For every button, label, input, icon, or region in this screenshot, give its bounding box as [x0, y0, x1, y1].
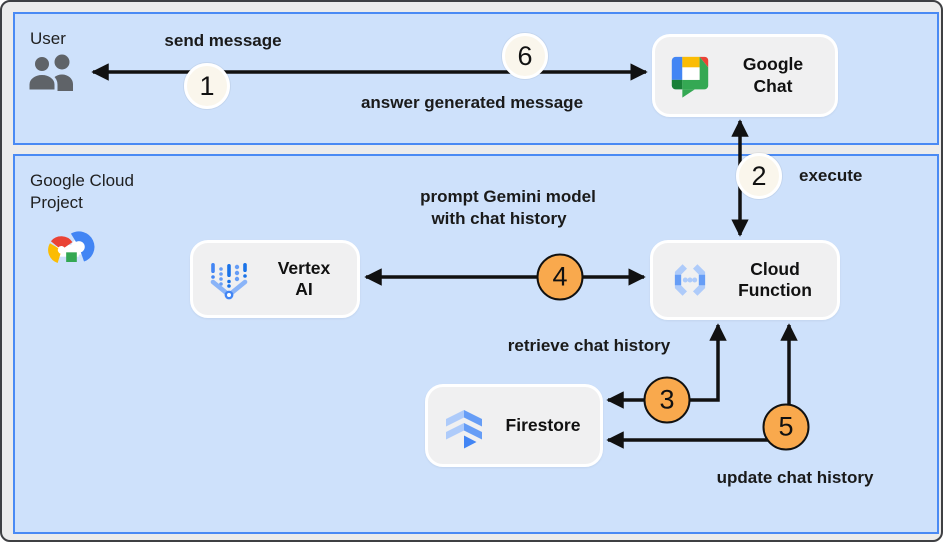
- step-circle-6: 6: [502, 33, 548, 79]
- gcp-panel-label: Google Cloud Project: [30, 171, 134, 213]
- user-panel-label: User: [30, 29, 66, 48]
- label-update: update chat history: [716, 468, 874, 487]
- node-vertex-ai: Vertex AI: [190, 240, 360, 318]
- node-google-chat: Google Chat: [652, 34, 838, 117]
- vertex-ai-icon: [210, 263, 248, 300]
- step-circle-4: 4: [536, 253, 584, 301]
- google-cloud-icon: [48, 231, 95, 263]
- label-execute: execute: [799, 166, 863, 185]
- cloud-function-icon: [674, 264, 706, 296]
- user-icon: [26, 54, 73, 92]
- label-retrieve: retrieve chat history: [507, 336, 671, 355]
- label-prompt-line1: prompt Gemini model: [420, 187, 596, 206]
- step-circle-1: 1: [184, 63, 230, 109]
- node-cloud-function: Cloud Function: [650, 240, 840, 320]
- node-google-chat-label: Google Chat: [742, 54, 804, 96]
- label-send-message: send message: [164, 31, 282, 50]
- node-cloud-function-label: Cloud Function: [738, 258, 812, 300]
- step-circle-5: 5: [762, 403, 810, 451]
- step-circle-3: 3: [643, 376, 691, 424]
- label-answer-generated: answer generated message: [360, 93, 584, 112]
- firestore-icon: [446, 409, 482, 448]
- node-vertex-ai-label: Vertex AI: [277, 257, 331, 299]
- node-firestore-label: Firestore: [505, 414, 581, 435]
- google-chat-icon: [671, 56, 709, 98]
- label-prompt-line2: with chat history: [431, 209, 567, 228]
- step-circle-2: 2: [736, 153, 782, 199]
- node-firestore: Firestore: [425, 384, 603, 467]
